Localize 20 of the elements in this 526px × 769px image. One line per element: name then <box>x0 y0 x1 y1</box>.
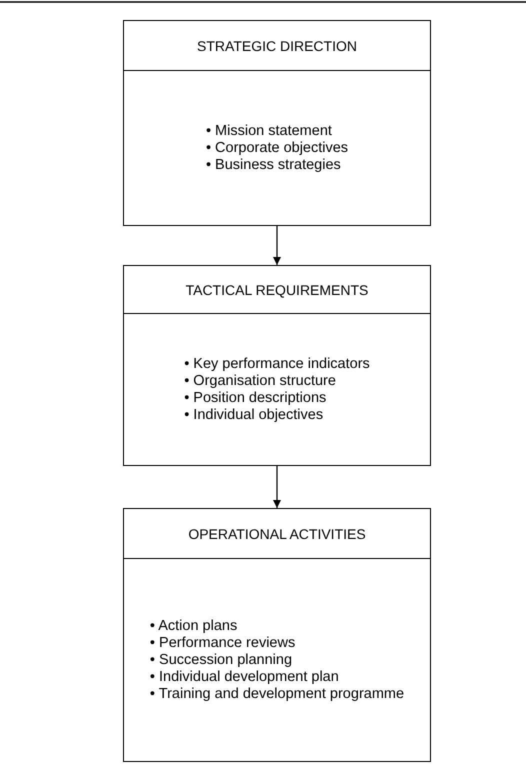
bullet-item: • Mission statement <box>206 122 332 140</box>
bullet-item: • Succession planning <box>150 652 292 668</box>
arrow <box>273 466 281 508</box>
bullet-item: • Corporate objectives <box>206 140 348 156</box>
box-heading: OPERATIONAL ACTIVITIES <box>188 526 366 542</box>
bullet-item: • Key performance indicators <box>184 356 370 372</box>
bullet-item: • Organisation structure <box>184 372 336 390</box>
process-box <box>123 20 431 226</box>
bullet-item: • Position descriptions <box>184 390 326 406</box>
box-heading: STRATEGIC DIRECTION <box>197 38 357 54</box>
bullet-item: • Business strategies <box>206 156 341 174</box>
bullet-item: • Training and development programme <box>150 686 404 702</box>
arrow <box>273 226 281 265</box>
process-box <box>123 265 431 466</box>
process-box <box>123 508 431 762</box>
bullet-item: • Action plans <box>150 618 238 634</box>
bullet-item: • Individual development plan <box>150 668 339 686</box>
box-heading: TACTICAL REQUIREMENTS <box>186 282 368 298</box>
bullet-item: • Performance reviews <box>150 634 296 652</box>
bullet-item: • Individual objectives <box>184 406 324 424</box>
